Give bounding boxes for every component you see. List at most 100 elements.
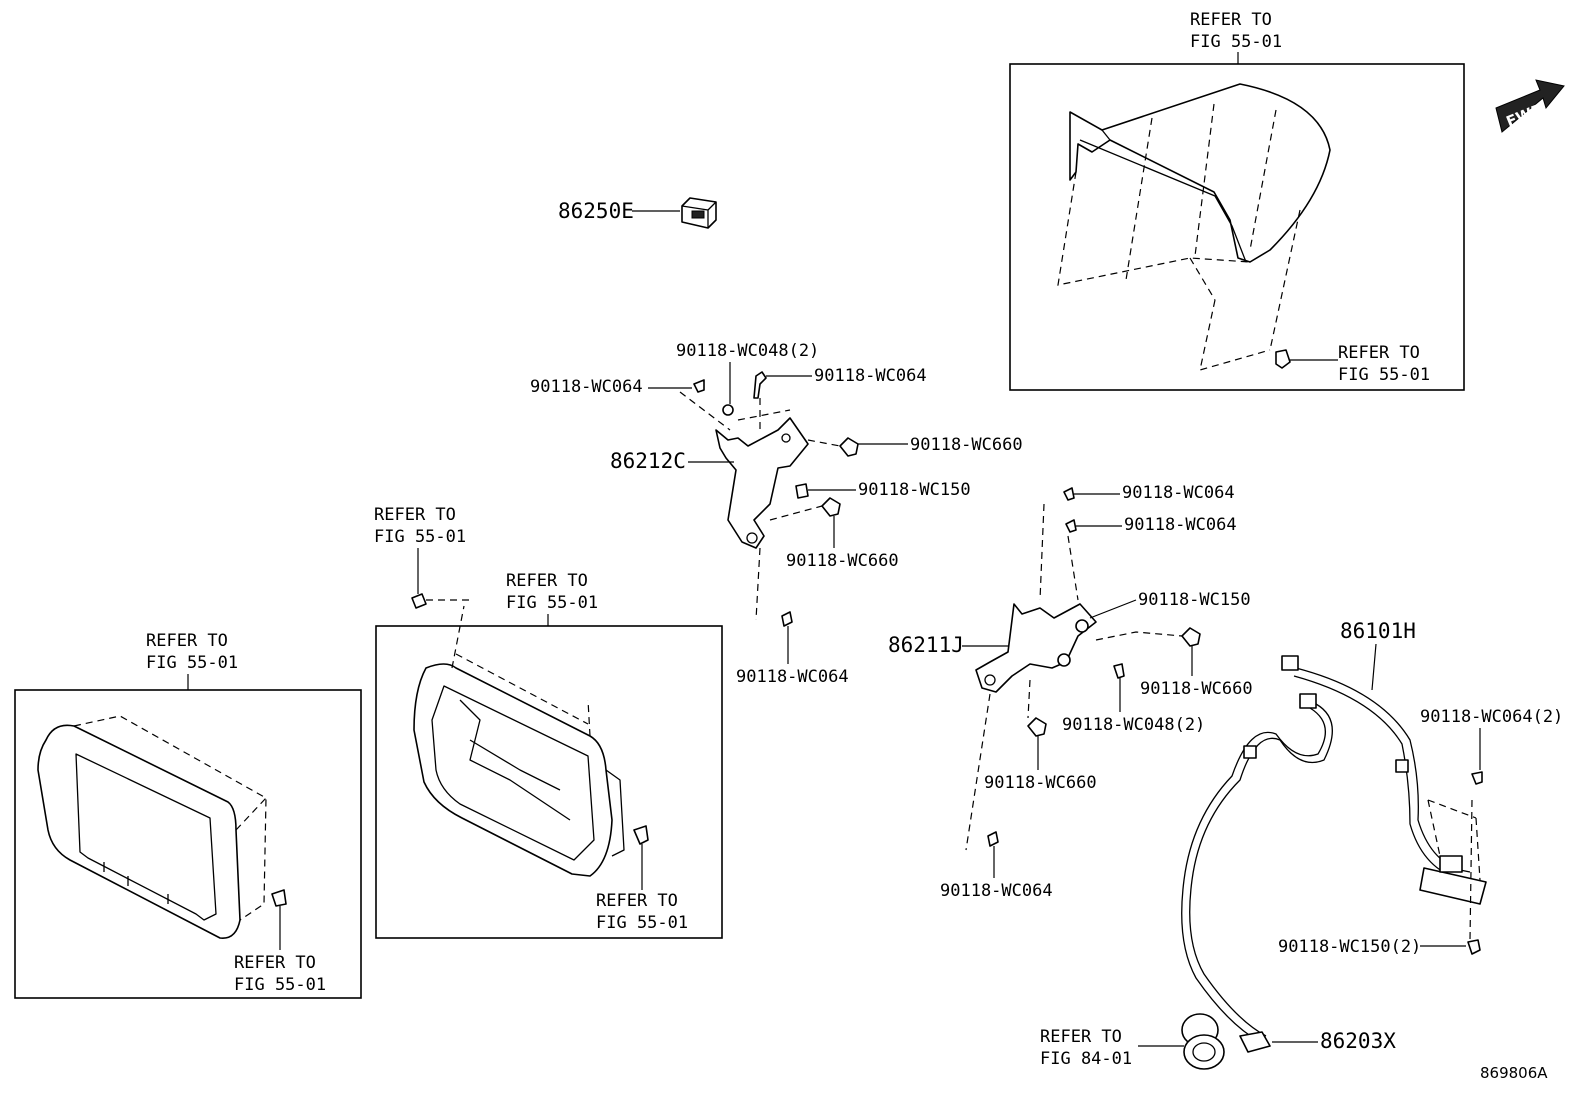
hidden-line <box>235 797 267 831</box>
fwd-arrow-icon <box>1495 79 1565 133</box>
left-assembly: REFER TO FIG 55-01 REFER TO FIG 55-01 <box>14 631 362 999</box>
refer-label-top-2: FIG 55-01 <box>1190 32 1282 52</box>
connector-part <box>1281 655 1299 671</box>
screw-label: 90118-WC660 <box>1140 679 1253 699</box>
hidden-line <box>755 547 761 621</box>
part-86211J: 90118-WC064 90118-WC064 90118-WC150 8621… <box>888 483 1253 901</box>
wire-harness <box>1295 667 1471 873</box>
nut-part <box>1075 619 1089 633</box>
clip-nut-part <box>821 497 841 517</box>
screw-part <box>1471 771 1483 785</box>
clip-nut-part <box>1027 717 1047 737</box>
part-number-86211J: 86211J <box>888 633 964 657</box>
top-right-assembly: REFER TO FIG 55-01 REFER TO FIG 55-01 <box>1009 10 1465 391</box>
clip-part <box>633 825 649 845</box>
screw-label: 90118-WC150 <box>1138 590 1251 610</box>
connector-part <box>1395 759 1409 773</box>
hidden-line <box>455 653 589 725</box>
screw-part <box>693 379 705 393</box>
socket-part <box>1183 1034 1225 1070</box>
refer-label-left-1: REFER TO <box>146 631 228 651</box>
hidden-line <box>451 605 591 737</box>
hidden-line <box>807 439 841 447</box>
hidden-line <box>73 715 267 921</box>
screw-label: 90118-WC064 <box>530 377 643 397</box>
screw-part <box>753 371 767 399</box>
screw-label: 90118-WC048(2) <box>1062 715 1205 735</box>
hidden-line <box>1194 103 1215 257</box>
screw-part <box>1113 663 1125 679</box>
clip-part <box>795 483 809 499</box>
lid-edge <box>1101 129 1111 141</box>
left-panel-part <box>37 724 241 939</box>
screw-part <box>987 831 999 847</box>
screw-label: 90118-WC660 <box>910 435 1023 455</box>
nut-part <box>722 404 734 416</box>
refer-label-center-low-1: REFER TO <box>596 891 678 911</box>
refer-label-bottom-2: FIG 84-01 <box>1040 1049 1132 1069</box>
refer-label-center-1: REFER TO <box>506 571 588 591</box>
screw-label: 90118-WC064 <box>1122 483 1235 503</box>
refer-label-center-2: FIG 55-01 <box>506 593 598 613</box>
screw-label: 90118-WC048(2) <box>676 341 819 361</box>
lid-edge <box>1079 139 1247 263</box>
socket-inner <box>1192 1042 1216 1062</box>
center-assembly: REFER TO FIG 55-01 REFER TO FIG 55-01 RE… <box>374 505 723 939</box>
screw-part <box>411 593 427 609</box>
part-86212C: 90118-WC048(2) 90118-WC064 90118-WC064 8… <box>530 341 1023 687</box>
hidden-line <box>1095 631 1183 641</box>
screw-label: 90118-WC150 <box>858 480 971 500</box>
fwd-arrow: FWD <box>1495 79 1565 133</box>
hidden-line <box>1199 299 1271 371</box>
screw-part <box>1065 519 1077 533</box>
refer-label-mid-2: FIG 55-01 <box>374 527 466 547</box>
module-connector <box>1439 855 1463 873</box>
screw-label: 90118-WC064 <box>1124 515 1237 535</box>
clip-nut-part <box>839 437 859 457</box>
part-86250E: 86250E <box>558 197 717 229</box>
bracket-86212C <box>715 417 809 549</box>
screw-label: 90118-WC064 <box>814 366 927 386</box>
bracket-hole <box>746 532 758 544</box>
clip-nut-part <box>1181 627 1201 647</box>
connector-part <box>1243 745 1257 759</box>
connector-part <box>1299 693 1317 709</box>
clip-part <box>1275 349 1291 369</box>
hidden-line <box>679 391 791 431</box>
bezel-rib <box>469 739 561 791</box>
part-number-86250E: 86250E <box>558 199 634 223</box>
screw-label: 90118-WC660 <box>786 551 899 571</box>
leader-line <box>1089 599 1137 619</box>
refer-label-center-low-2: FIG 55-01 <box>596 913 688 933</box>
hidden-line <box>1427 799 1481 881</box>
refer-label-top-right-2: FIG 55-01 <box>1338 365 1430 385</box>
hidden-line <box>1027 679 1031 719</box>
screw-label: 90118-WC064 <box>940 881 1053 901</box>
hidden-line <box>1469 799 1473 941</box>
nut-part <box>1057 653 1071 667</box>
center-bezel-part <box>413 663 613 877</box>
screw-label: 90118-WC660 <box>984 773 1097 793</box>
wire-harness <box>1181 707 1326 1043</box>
bezel-rib <box>459 699 571 821</box>
screw-part <box>781 611 793 627</box>
reference-frame-left <box>14 689 362 999</box>
screw-label: 90118-WC150(2) <box>1278 937 1421 957</box>
bezel-inner <box>431 685 595 861</box>
panel-opening <box>75 753 217 921</box>
refer-label-left-low-1: REFER TO <box>234 953 316 973</box>
refer-label-left-low-2: FIG 55-01 <box>234 975 326 995</box>
refer-label-bottom-1: REFER TO <box>1040 1027 1122 1047</box>
wire-harness <box>1189 703 1333 1037</box>
screw-label: 90118-WC064 <box>736 667 849 687</box>
part-number-86203X: 86203X <box>1320 1029 1396 1053</box>
hidden-line <box>1125 117 1153 281</box>
bracket-hole <box>781 433 791 443</box>
leader-line <box>1371 643 1377 691</box>
hidden-line <box>965 693 991 851</box>
switch-face <box>691 210 705 219</box>
console-lid-part <box>1069 83 1331 263</box>
screw-part <box>1063 487 1075 501</box>
clip-part <box>1467 939 1481 955</box>
